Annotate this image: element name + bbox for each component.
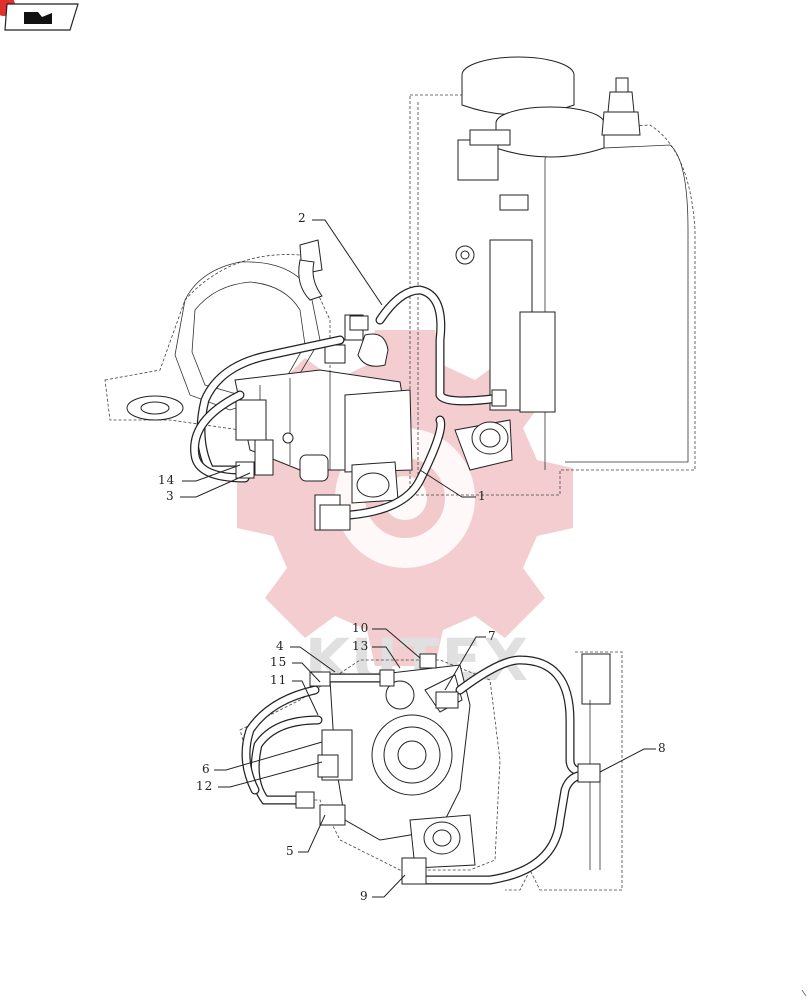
hydraulic-tank <box>409 56 696 496</box>
lower-assembly: 10 13 4 7 15 11 6 12 8 5 9 <box>196 621 667 903</box>
callout-9: 9 <box>360 889 369 903</box>
callout-14: 14 <box>158 473 175 487</box>
callout-15: 15 <box>270 655 287 669</box>
upper-hoses <box>190 285 507 531</box>
callout-1: 1 <box>478 489 487 503</box>
callouts-upper: 2 1 14 3 <box>158 211 487 503</box>
catalog-badge[interactable] <box>0 0 79 31</box>
upper-assembly: 2 1 14 3 <box>104 56 696 531</box>
callout-12: 12 <box>196 779 213 793</box>
hydraulic-pump <box>234 314 513 531</box>
callout-5: 5 <box>286 844 295 858</box>
callout-8: 8 <box>658 741 667 755</box>
callout-2: 2 <box>298 211 307 225</box>
callout-3: 3 <box>166 489 175 503</box>
callout-4: 4 <box>276 639 285 653</box>
corner-mark <box>801 989 807 997</box>
callout-10: 10 <box>352 621 369 635</box>
callout-7: 7 <box>488 629 497 643</box>
callout-6: 6 <box>202 762 211 776</box>
book-icon <box>24 12 52 24</box>
callout-11: 11 <box>270 673 287 687</box>
callout-13: 13 <box>352 639 369 653</box>
